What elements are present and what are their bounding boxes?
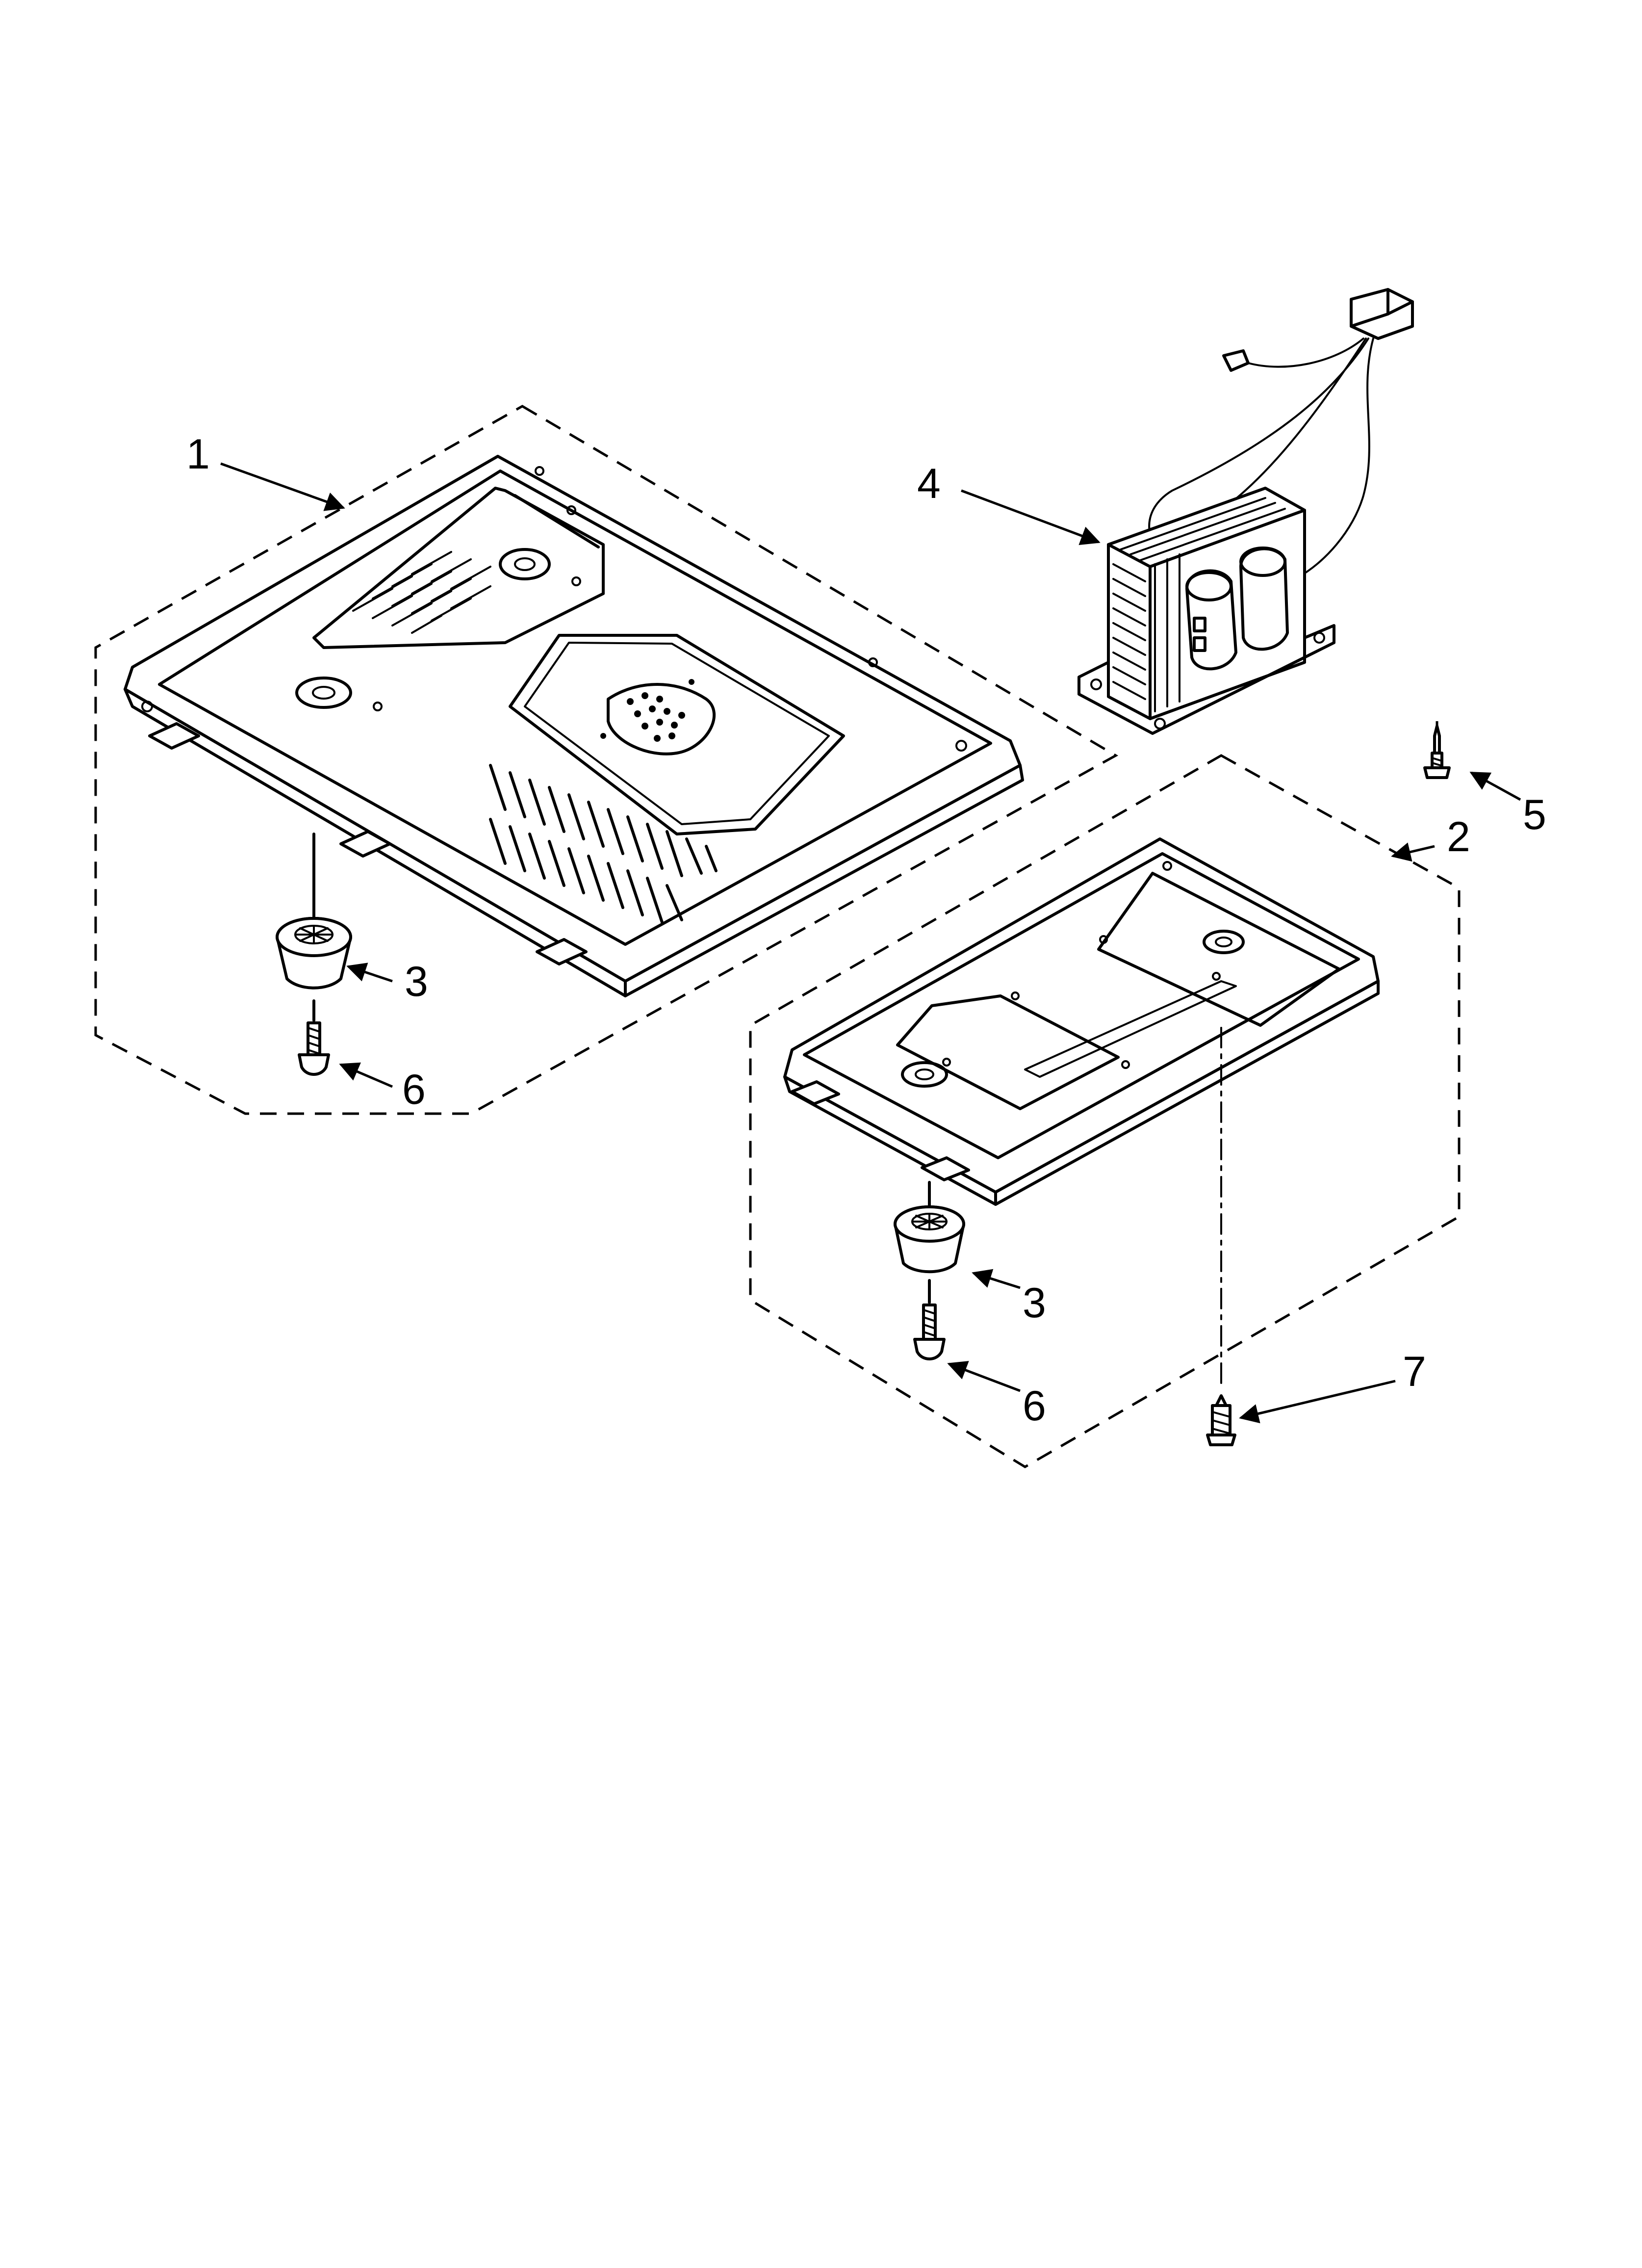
callout-3-left: 3 bbox=[405, 958, 428, 1005]
screw-part-5 bbox=[1423, 725, 1451, 779]
transformer-part-4 bbox=[1078, 288, 1414, 735]
screw-part-7 bbox=[1206, 1027, 1236, 1446]
callout-1: 1 bbox=[186, 431, 210, 478]
base-plate-small bbox=[783, 837, 1380, 1206]
foot-part-3-left bbox=[276, 833, 352, 990]
screw-part-6-right bbox=[913, 1279, 946, 1360]
callout-7: 7 bbox=[1403, 1348, 1426, 1395]
callout-2: 2 bbox=[1447, 813, 1470, 860]
screw-part-6-left bbox=[298, 999, 330, 1076]
callout-4: 4 bbox=[917, 460, 941, 507]
callout-5: 5 bbox=[1523, 791, 1546, 838]
foot-part-3-right bbox=[894, 1181, 965, 1274]
group-1-boundary bbox=[94, 405, 1119, 1115]
callout-6-right: 6 bbox=[1023, 1382, 1046, 1430]
leader-lines bbox=[220, 462, 1521, 1424]
callout-3-right: 3 bbox=[1023, 1279, 1046, 1327]
callout-6-left: 6 bbox=[402, 1066, 426, 1113]
base-plate-large bbox=[124, 455, 1024, 997]
